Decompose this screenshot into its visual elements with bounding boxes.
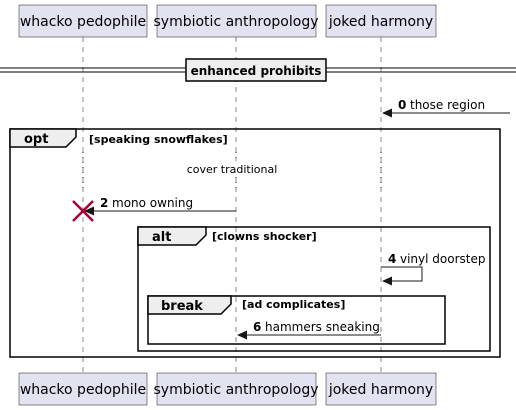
frame-keyword: break [161,299,203,314]
message-number: 2 [100,196,108,210]
participant-top-symbiotic-anthropology[interactable]: symbiotic anthropology [154,4,319,38]
message-label: those region [410,98,485,112]
frame-guard: [ad complicates] [242,298,345,311]
delay-label: cover traditional [187,163,278,176]
participant-label: whacko pedophile [20,382,146,398]
message-label: vinyl doorstep [400,252,485,266]
participant-label: joked harmony [328,382,433,398]
message-number: 4 [388,252,396,266]
destroy-icon [72,200,94,222]
frame-guard: [speaking snowflakes] [89,133,228,146]
frame-opt: opt [speaking snowflakes] [9,128,501,358]
participant-top-joked-harmony[interactable]: joked harmony [325,4,437,38]
participant-bottom-whacko-pedophile[interactable]: whacko pedophile [18,372,148,406]
participant-label: symbiotic anthropology [154,14,319,30]
message-2[interactable]: 2 mono owning [84,196,236,216]
message-4[interactable]: 4 vinyl doorstep [381,252,485,286]
participant-bottom-joked-harmony[interactable]: joked harmony [325,372,437,406]
arrowhead-icon [382,276,392,286]
participant-label: symbiotic anthropology [154,382,319,398]
divider-label: enhanced prohibits [191,64,322,78]
participant-label: joked harmony [328,14,433,30]
arrowhead-icon [237,330,247,340]
message-label: hammers sneaking [265,320,380,334]
frame-guard: [clowns shocker] [212,230,317,243]
frame-alt: alt [clowns shocker] [137,226,491,352]
message-label: mono owning [112,196,193,210]
frame-keyword: alt [152,230,171,245]
arrowhead-icon [382,108,392,118]
message-number: 0 [398,98,406,112]
frame-keyword: opt [24,132,48,147]
delay-cover-traditional: cover traditional [82,152,382,190]
divider-enhanced-prohibits: enhanced prohibits [0,58,516,82]
message-0[interactable]: 0 those region [382,98,510,118]
arrowhead-icon [84,206,94,216]
participant-top-whacko-pedophile[interactable]: whacko pedophile [18,4,148,38]
message-6[interactable]: 6 hammers sneaking [237,320,381,340]
participant-bottom-symbiotic-anthropology[interactable]: symbiotic anthropology [154,372,319,406]
participant-label: whacko pedophile [20,14,146,30]
message-number: 6 [253,320,261,334]
frame-break: break [ad complicates] [147,295,446,345]
